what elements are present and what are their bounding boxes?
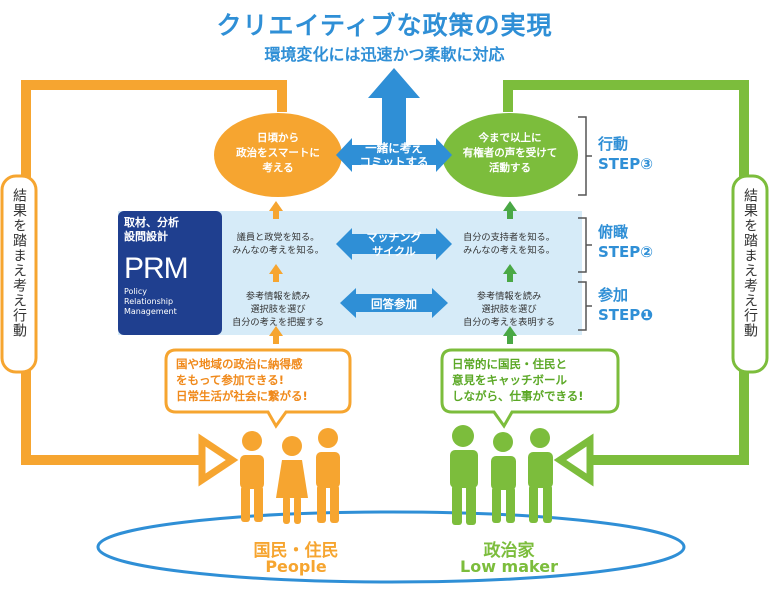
- people-label-en: People: [265, 557, 327, 576]
- politician-label: 政治家: [483, 541, 535, 561]
- commit-arrow: [336, 138, 452, 172]
- green-loop-arrowhead: [553, 433, 594, 487]
- matching-label: マッチングサイクル: [366, 231, 422, 258]
- people-speech-text: 国や地域の政治に納得感をもって参加できる!日常生活が社会に繋がる!: [176, 357, 308, 403]
- mid-left-text: 議員と政党を知る。みんなの考えを知る。: [232, 232, 324, 256]
- answer-label: 回答参加: [371, 297, 417, 311]
- prm-box: [118, 211, 222, 335]
- orange-loop-arrowhead: [198, 433, 239, 487]
- side-left-text: 結果を踏まえ考え行動: [11, 188, 27, 338]
- politician-speech-bubble: [440, 348, 620, 429]
- answer-arrow: [340, 288, 448, 318]
- commit-label: 一緒に考えコミットする: [359, 141, 429, 169]
- page-title: クリエイティブな政策の実現: [216, 11, 553, 40]
- right-ellipse-text: 今まで以上に有権者の声を受けて活動する: [462, 132, 558, 174]
- politician-speech-text: 日常的に国民・住民と意見をキャッチボールしながら、仕事ができる!: [452, 357, 584, 403]
- low-left-text: 参考情報を読み選択肢を選び自分の考えを把握する: [232, 291, 324, 328]
- side-right-text: 結果を踏まえ考え行動: [742, 188, 758, 338]
- politician-label-en: Low maker: [460, 557, 558, 576]
- prm-top-text: 取材、分析設問設計: [124, 216, 179, 243]
- low-right-text: 参考情報を読み選択肢を選び自分の考えを表明する: [463, 291, 555, 328]
- orange-loop: [21, 80, 287, 465]
- people-figures: [240, 428, 340, 524]
- green-loop: [503, 80, 749, 465]
- up-arrow: [368, 68, 420, 150]
- mid-right-text: 自分の支持者を知る。みんなの考えを知る。: [463, 232, 555, 256]
- matching-arrow: [336, 228, 452, 260]
- people-label: 国民・住民: [253, 541, 339, 561]
- right-ellipse: [442, 113, 578, 197]
- ground-ellipse: [96, 510, 686, 584]
- left-ellipse: [214, 113, 342, 197]
- left-ellipse-text: 日頃から政治をスマートに考える: [236, 132, 320, 174]
- politician-figures: [450, 425, 553, 525]
- prm-logo: PRM: [124, 252, 189, 285]
- page-subtitle: 環境変化には迅速かつ柔軟に対応: [264, 45, 505, 64]
- people-speech-bubble: [164, 348, 352, 429]
